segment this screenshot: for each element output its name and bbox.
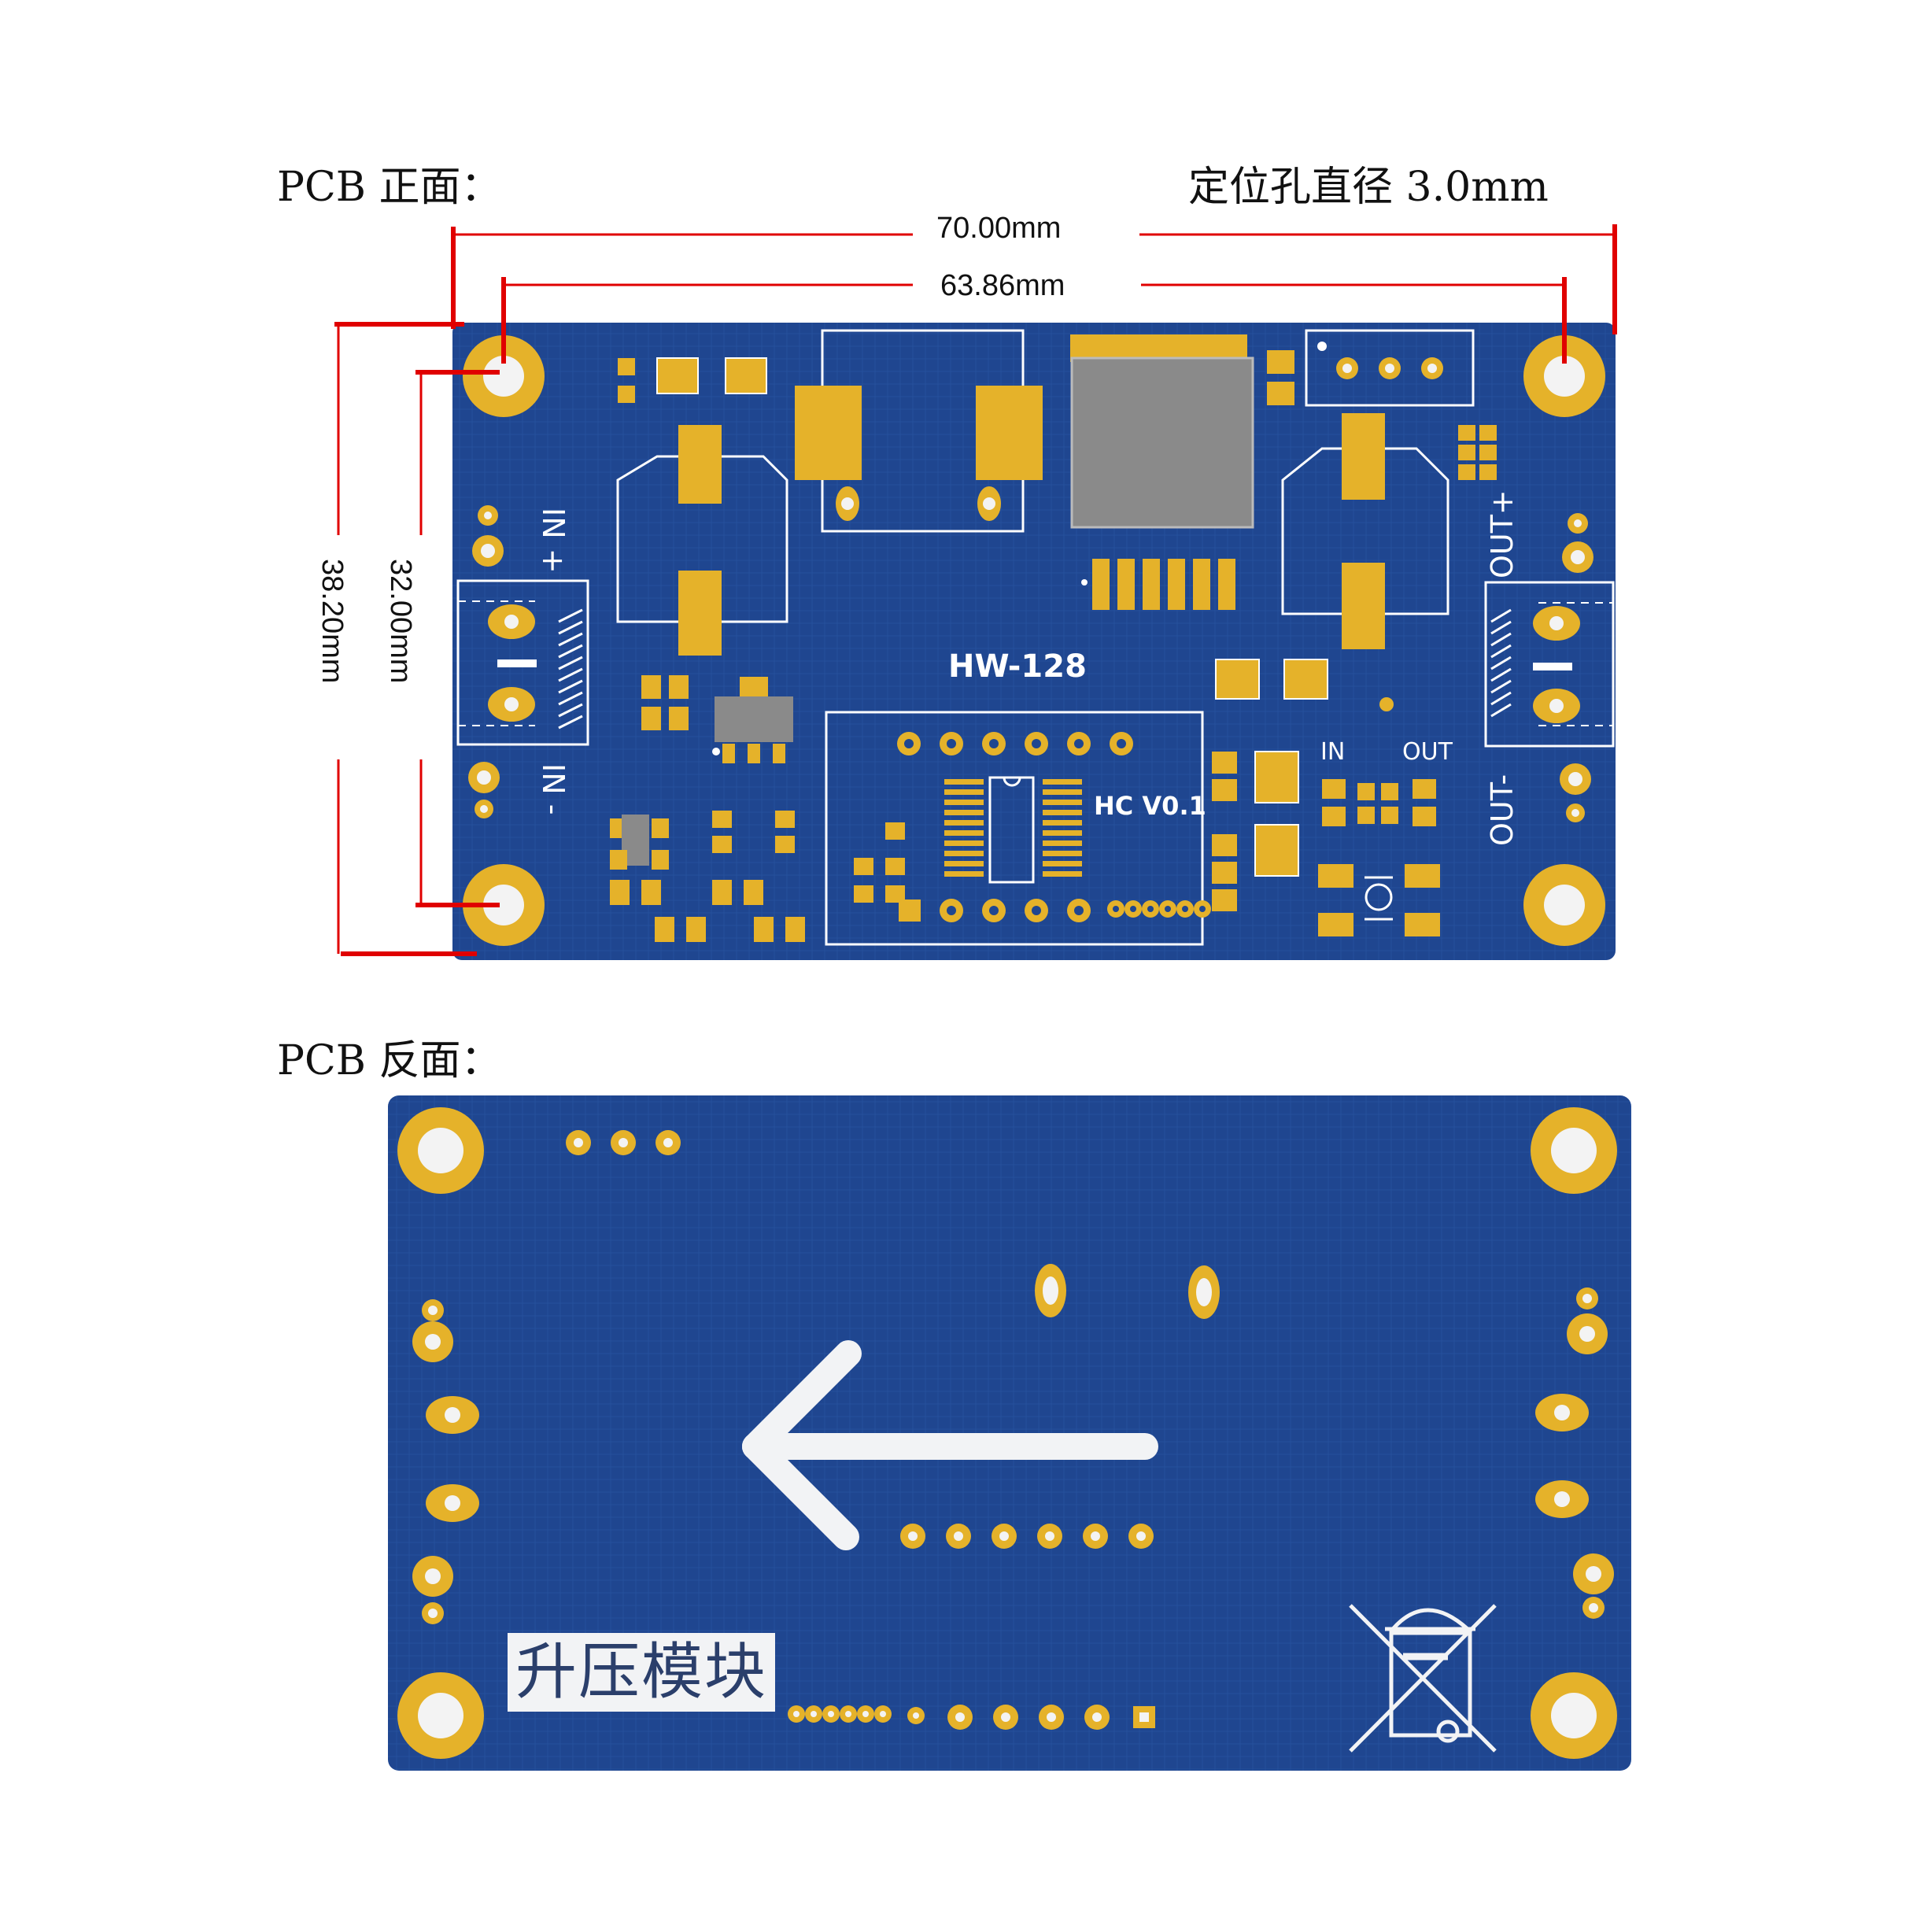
chip-bottom-pins xyxy=(899,899,1211,922)
pad xyxy=(618,386,635,403)
trimpot-outline xyxy=(1305,329,1475,407)
header-pin xyxy=(1336,357,1358,379)
header-pin xyxy=(1421,357,1443,379)
silk-in: IN xyxy=(1320,738,1345,766)
pad xyxy=(1267,350,1294,374)
via xyxy=(836,486,859,521)
back-pcb xyxy=(388,1095,1631,1771)
hole-diameter-note: 定位孔直径 3.0mm xyxy=(1188,164,1549,211)
capacitor-left-pad-bottom xyxy=(678,571,722,656)
silk-out-plus: OUT+ xyxy=(1485,489,1520,578)
capacitor-left xyxy=(616,455,788,623)
regulator xyxy=(715,696,793,742)
front-pcb: IN + IN - OUT+ OUT- HW-128 xyxy=(452,323,1616,960)
mounting-hole xyxy=(1531,1672,1617,1759)
dim-height-holes: 32.00mm xyxy=(384,559,417,683)
inductor xyxy=(1070,356,1254,529)
front-board xyxy=(452,323,1616,960)
module-label: 升压模块 xyxy=(508,1633,775,1712)
dim-width-outer: 70.00mm xyxy=(936,212,1061,245)
via xyxy=(977,486,1001,521)
pad xyxy=(725,357,767,394)
pad xyxy=(795,386,862,480)
silk-out: OUT xyxy=(1402,738,1453,766)
mounting-hole-top-left xyxy=(463,335,545,417)
direction-arrow-icon xyxy=(742,1340,1158,1550)
in-terminal xyxy=(456,505,589,818)
capacitor-left-pad-top xyxy=(678,425,722,504)
silk-in-minus: IN - xyxy=(536,763,571,815)
ic-pins xyxy=(1081,559,1235,610)
capacitor-right xyxy=(1281,447,1449,615)
out-terminal xyxy=(1484,513,1615,822)
chip-top-pins xyxy=(897,732,1133,755)
mounting-hole-top-right xyxy=(1523,335,1605,417)
chip-box xyxy=(825,711,1204,946)
mounting-hole xyxy=(397,1672,484,1759)
dim-height-outer: 38.20mm xyxy=(316,559,349,683)
silk-out-minus: OUT- xyxy=(1485,774,1520,846)
chip-pads-row xyxy=(900,1524,1154,1549)
silk-model: HW-128 xyxy=(948,648,1087,685)
capacitor-right-pad-bottom xyxy=(1342,563,1385,649)
pad xyxy=(1267,382,1294,405)
bottom-pads-row xyxy=(788,1705,1155,1730)
dimension-lines xyxy=(334,224,1617,956)
capacitor-right-pad-top xyxy=(1342,413,1385,500)
mounting-hole xyxy=(397,1107,484,1194)
weee-recycle-icon xyxy=(1349,1604,1497,1753)
silk-in-plus: IN + xyxy=(536,508,571,574)
header-pads xyxy=(566,1130,681,1155)
silk-chip: HC V0.1 xyxy=(1094,791,1206,821)
mounting-hole-bottom-right xyxy=(1523,864,1605,946)
back-title: PCB 反面： xyxy=(277,1037,502,1084)
pad xyxy=(618,358,635,375)
dim-width-holes: 63.86mm xyxy=(940,269,1065,302)
chip-soic xyxy=(944,776,1082,884)
pad xyxy=(656,357,699,394)
mounting-hole xyxy=(1531,1107,1617,1194)
mounting-hole-bottom-left xyxy=(463,864,545,946)
header-pin xyxy=(1379,357,1401,379)
front-title: PCB 正面： xyxy=(277,164,502,211)
led-outline xyxy=(1365,876,1393,921)
pad xyxy=(976,386,1043,480)
